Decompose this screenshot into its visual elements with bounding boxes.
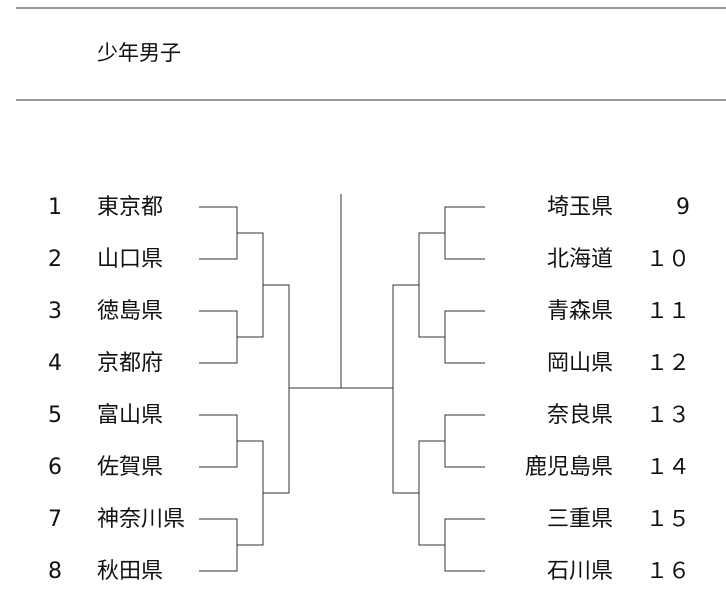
left-semifinal (263, 284, 290, 494)
team-name-12: 岡山県 (546, 351, 613, 376)
team-name-2: 山口県 (97, 247, 164, 272)
seed-number-12: １２ (645, 351, 690, 376)
team-name-13: 奈良県 (546, 403, 613, 428)
team-name-7: 神奈川県 (97, 507, 186, 532)
right-semifinal (392, 284, 419, 494)
seed-number-9: 9 (676, 195, 690, 220)
seed-number-16: １６ (645, 559, 690, 584)
seed-number-10: １０ (645, 247, 690, 272)
team-name-4: 京都府 (97, 351, 164, 376)
team-name-15: 三重県 (546, 507, 613, 532)
seed-number-5: 5 (48, 403, 62, 428)
right-r1-match-4 (444, 518, 485, 572)
right-r2-match-2 (418, 440, 445, 546)
seed-number-13: １３ (645, 403, 690, 428)
seed-number-11: １１ (645, 299, 690, 324)
seed-number-4: 4 (48, 351, 62, 376)
right-r1-match-2 (444, 310, 485, 364)
bottom-rule (16, 99, 726, 101)
left-r1-match-4 (199, 518, 238, 572)
right-r1-match-3 (444, 414, 485, 468)
left-r2-match-1 (237, 232, 264, 338)
top-rule (16, 7, 726, 9)
team-name-5: 富山県 (97, 403, 164, 428)
seed-number-15: １５ (645, 507, 690, 532)
left-r2-match-2 (237, 440, 264, 546)
team-name-6: 佐賀県 (97, 455, 164, 480)
seed-number-3: 3 (48, 299, 62, 324)
team-name-9: 埼玉県 (546, 195, 613, 220)
team-name-14: 鹿児島県 (524, 455, 613, 480)
seed-number-2: 2 (48, 247, 62, 272)
left-r1-match-3 (199, 414, 238, 468)
team-name-3: 徳島県 (97, 299, 164, 324)
seed-number-14: １４ (645, 455, 690, 480)
left-r1-match-2 (199, 310, 238, 364)
seed-number-6: 6 (48, 455, 62, 480)
team-name-11: 青森県 (546, 299, 613, 324)
team-name-1: 東京都 (97, 195, 164, 220)
right-r1-match-1 (444, 206, 485, 260)
page-title: 少年男子 (97, 41, 181, 65)
team-name-10: 北海道 (546, 247, 613, 272)
seed-number-8: 8 (48, 559, 62, 584)
team-name-8: 秋田県 (97, 559, 164, 584)
left-r1-match-1 (199, 206, 238, 260)
team-name-16: 石川県 (546, 559, 613, 584)
right-r2-match-1 (418, 232, 445, 338)
seed-number-1: 1 (48, 195, 62, 220)
seed-number-7: 7 (48, 507, 62, 532)
